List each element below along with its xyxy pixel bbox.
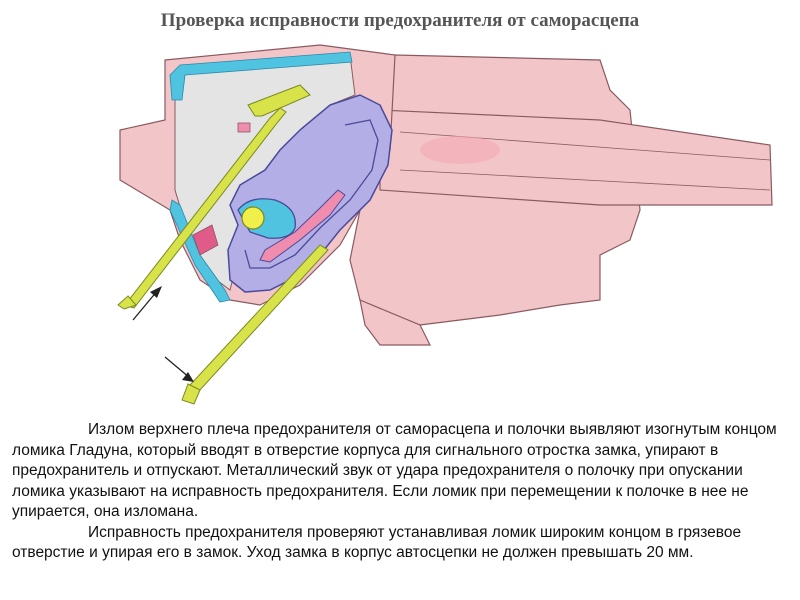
lock-pink-channel bbox=[259, 189, 346, 263]
yellow-pin bbox=[241, 206, 265, 230]
crowbar-upper-tip bbox=[117, 295, 137, 310]
caption-text: Излом верхнего плеча предохранителя от с… bbox=[12, 420, 787, 564]
arrow-up-right-icon bbox=[132, 286, 162, 321]
blue-top-strip bbox=[169, 51, 353, 101]
coupler-diagram bbox=[117, 44, 773, 405]
coupler-shank-bar bbox=[379, 109, 773, 206]
arrow-down-right-icon bbox=[164, 356, 194, 382]
crowbar-lower-tip bbox=[181, 383, 201, 405]
blue-left-strip bbox=[169, 199, 231, 303]
yellow-top-bar bbox=[247, 84, 311, 117]
coupler-bottom-lug bbox=[359, 299, 431, 346]
lock-body bbox=[227, 94, 393, 293]
pink-block bbox=[192, 224, 219, 256]
caption-paragraph-1: Излом верхнего плеча предохранителя от с… bbox=[12, 421, 777, 520]
small-pink-mark bbox=[237, 122, 251, 133]
shank-highlight bbox=[420, 136, 500, 164]
caption-paragraph-2: Исправность предохранителя проверяют уст… bbox=[12, 523, 742, 562]
crowbar-upper bbox=[124, 107, 287, 309]
diagram-title: Проверка исправности предохранителя от с… bbox=[160, 10, 640, 31]
shank-line-2 bbox=[399, 169, 771, 191]
lock-inner-curve bbox=[244, 119, 379, 269]
